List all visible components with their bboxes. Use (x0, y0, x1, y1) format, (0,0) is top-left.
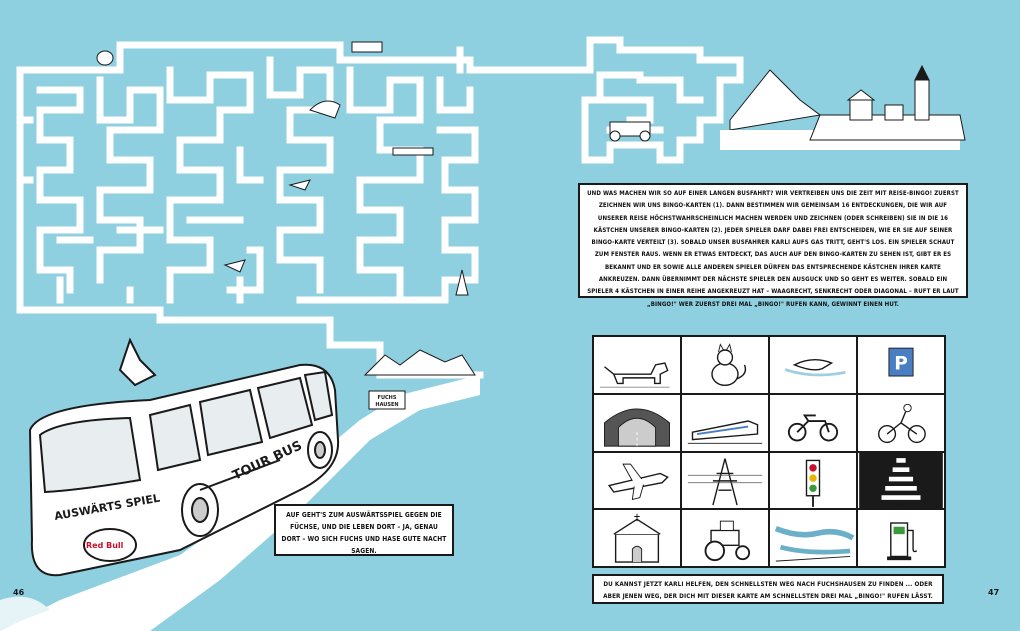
page-number-left: 46 (13, 588, 25, 597)
bingo-cell (858, 452, 944, 509)
page-number-right: 47 (988, 588, 1000, 597)
cat-icon (711, 343, 747, 387)
train-icon (687, 420, 763, 444)
svg-text:P: P (894, 354, 908, 375)
bird-icon (784, 359, 846, 377)
bingo-cell (594, 452, 680, 509)
bottom-text-box: Du kannst jetzt Karli helfen, den schnel… (592, 574, 944, 604)
crosswalk-icon (859, 452, 943, 509)
story-text-box: Und was machen wir so auf einer langen B… (578, 183, 968, 308)
power-pylon-icon (687, 457, 763, 505)
bingo-cell (770, 452, 856, 509)
dog-icon (599, 362, 670, 388)
traffic-light-icon (805, 459, 821, 507)
bingo-cell (770, 394, 856, 451)
bingo-cell: P (858, 337, 944, 393)
bingo-cell (770, 510, 856, 566)
bingo-cell (594, 337, 680, 393)
bingo-card: P (592, 335, 946, 568)
bingo-cell (682, 452, 768, 509)
caption-text-box: Auf geht's zum Auswärtsspiel gegen die F… (274, 504, 454, 556)
cyclist-icon (878, 403, 926, 443)
tractor-icon (704, 520, 751, 562)
bingo-cell (682, 337, 768, 393)
svg-text:HAUSEN: HAUSEN (375, 402, 398, 408)
river-icon (774, 526, 855, 562)
svg-text:FUCHS: FUCHS (378, 395, 397, 401)
tour-bus-illustration: AUSWÄRTS SPIEL TOUR BUS Red Bull (28, 337, 340, 577)
bingo-cell (682, 510, 768, 566)
motorcycle-icon (787, 414, 839, 442)
bingo-cell (594, 510, 680, 566)
bingo-cell (858, 394, 944, 451)
church-icon (613, 513, 661, 563)
bus-logo-text: Red Bull (86, 541, 124, 550)
bingo-cell (858, 510, 944, 566)
fuel-pump-icon (887, 522, 918, 561)
tunnel-icon (604, 408, 670, 447)
parking-sign-icon: P (888, 347, 914, 377)
airplane-icon (607, 463, 669, 500)
fuchshausen-sign: FUCHS HAUSEN (368, 390, 406, 410)
bingo-cell (594, 394, 680, 451)
bingo-cell (770, 337, 856, 393)
bingo-cell (682, 394, 768, 451)
